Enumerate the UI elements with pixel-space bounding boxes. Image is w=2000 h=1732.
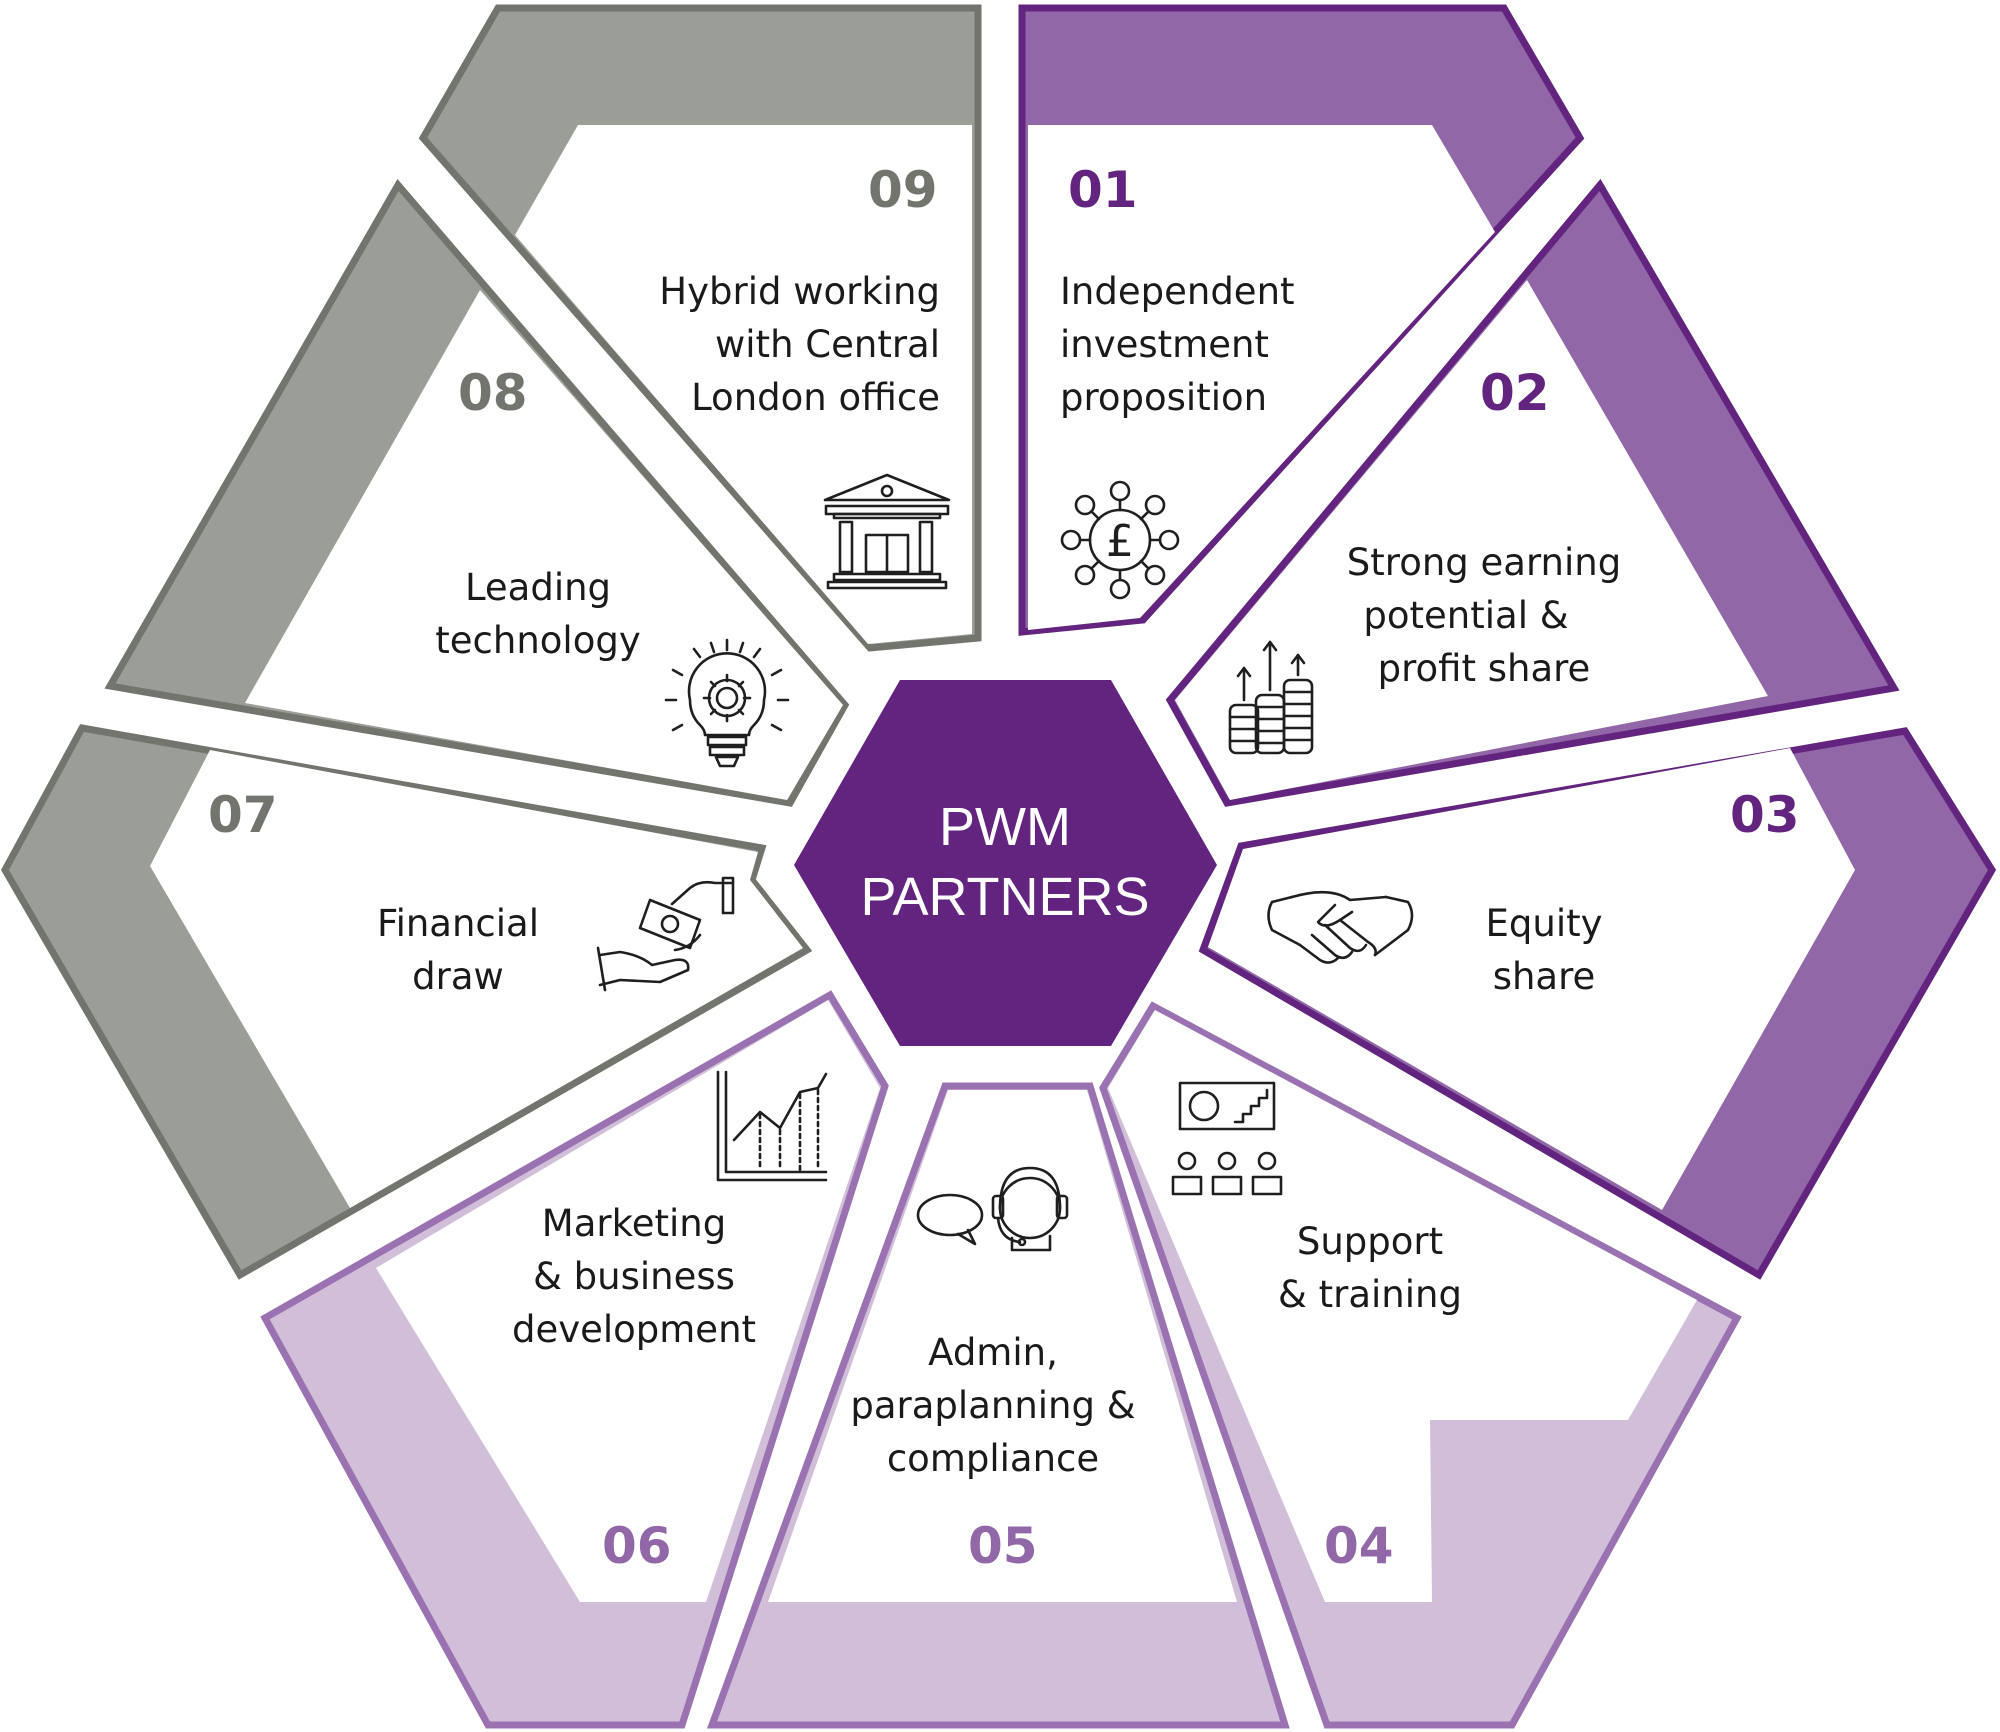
segment-02: 02 Strong earning potential & profit sha…	[1165, 178, 1900, 807]
segment-07-number: 07	[208, 786, 278, 844]
segment-01-panel	[1028, 125, 1495, 630]
segment-04-label-line-2: & training	[1278, 1273, 1462, 1316]
segment-04-label-line-1: Support	[1297, 1220, 1443, 1263]
segment-05-label-line-3: compliance	[887, 1437, 1099, 1480]
money-handover-icon	[596, 876, 735, 992]
segment-08-label-line-2: technology	[435, 619, 640, 662]
segment-03-number: 03	[1730, 786, 1800, 844]
segment-06-panel	[376, 1000, 880, 1602]
headset-chat-icon	[916, 1166, 1069, 1252]
segment-06-label-line-2: & business	[533, 1255, 735, 1298]
center-title-line-1: PWM	[939, 797, 1071, 857]
segment-07-label-line-2: draw	[412, 955, 504, 998]
segment-01-number: 01	[1068, 161, 1138, 219]
segment-09-number: 09	[868, 161, 938, 219]
svg-text:£: £	[1106, 516, 1134, 567]
segment-02-label-line-3: profit share	[1378, 647, 1591, 690]
segment-08-number: 08	[458, 364, 528, 422]
segment-04: 04 Support & training	[1099, 1001, 1742, 1729]
segment-09: 09 Hybrid working with Central London of…	[418, 4, 982, 652]
coin-stacks-growth-icon	[1228, 640, 1314, 755]
segment-09-label-line-3: London office	[691, 376, 940, 419]
segment-02-label-line-1: Strong earning	[1347, 541, 1621, 584]
segment-05-label-line-2: paraplanning &	[850, 1384, 1135, 1427]
lightbulb-gear-icon	[664, 638, 790, 768]
segment-04-number: 04	[1324, 1517, 1394, 1575]
segment-03: 03 Equity share	[1198, 727, 1997, 1280]
segment-05-number: 05	[968, 1517, 1038, 1575]
segment-06-label-line-1: Marketing	[542, 1202, 726, 1245]
segment-04-panel	[1108, 1010, 1697, 1602]
segment-05: 05 Admin, paraplanning & compliance	[706, 1082, 1290, 1729]
segment-08-label-line-1: Leading	[465, 566, 611, 609]
segment-01: 01 Independent investment proposition £	[1018, 4, 1585, 636]
segment-03-panel	[1208, 748, 1855, 1210]
segment-08: 08 Leading technology	[104, 178, 850, 807]
center-hexagon: PWM PARTNERS	[794, 680, 1217, 1046]
presentation-audience-icon	[1171, 1081, 1283, 1196]
pound-network-icon: £	[1060, 480, 1180, 600]
segment-09-label-line-1: Hybrid working	[659, 270, 940, 313]
growth-chart-icon	[716, 1070, 828, 1182]
segment-02-number: 02	[1480, 364, 1550, 422]
segment-01-label-line-3: proposition	[1060, 376, 1267, 419]
office-building-icon	[823, 473, 951, 590]
segment-05-panel	[768, 1090, 1237, 1602]
center-title-line-2: PARTNERS	[860, 867, 1149, 927]
segment-01-label-line-2: investment	[1060, 323, 1269, 366]
segment-03-label-line-2: share	[1493, 955, 1596, 998]
segment-05-label-line-1: Admin,	[928, 1331, 1058, 1374]
segment-03-label-line-1: Equity	[1486, 902, 1603, 945]
segment-07-label-line-1: Financial	[377, 902, 539, 945]
segment-09-label-line-2: with Central	[715, 323, 940, 366]
segment-02-panel	[1175, 280, 1768, 800]
handshake-icon	[1267, 890, 1414, 964]
segment-07-panel	[150, 750, 803, 1208]
segment-06-label-line-3: development	[512, 1308, 756, 1351]
segment-06: 06 Marketing & business development	[260, 990, 889, 1729]
segment-02-label-line-2: potential &	[1363, 594, 1568, 637]
segment-01-label-line-1: Independent	[1060, 270, 1295, 313]
segment-06-number: 06	[602, 1517, 672, 1575]
segment-07: 07 Financial draw	[0, 724, 813, 1280]
